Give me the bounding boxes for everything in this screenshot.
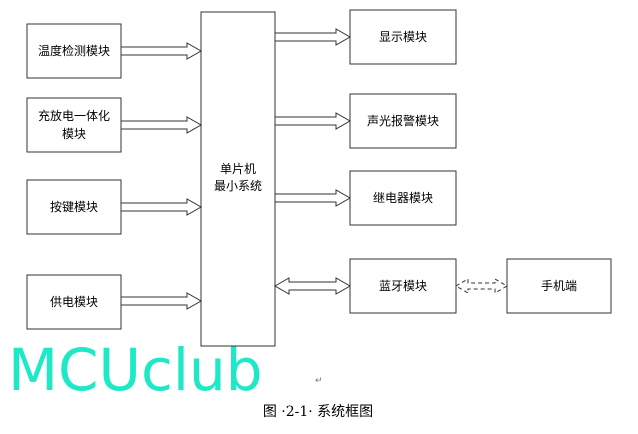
power-module: 供电模块 — [26, 274, 122, 330]
charge-module-label-2: 模块 — [62, 127, 86, 141]
phone-box: 手机端 — [506, 258, 612, 314]
charge-module: 充放电一体化 模块 — [26, 97, 122, 153]
key-module: 按键模块 — [26, 179, 122, 235]
alarm-module: 声光报警模块 — [349, 93, 457, 149]
arrow-bluetooth-phone — [455, 278, 508, 294]
arrow-power-to-mcu — [120, 292, 203, 310]
mcu-label-1: 单片机 — [220, 162, 256, 176]
temperature-module-label: 温度检测模块 — [38, 43, 110, 58]
figure-caption: 图 ·2-1· 系统框图 — [263, 404, 373, 420]
arrow-mcu-bluetooth — [273, 277, 352, 295]
temperature-module: 温度检测模块 — [26, 23, 122, 79]
arrow-key-to-mcu — [120, 198, 203, 216]
display-module-label: 显示模块 — [379, 30, 427, 44]
arrow-mcu-to-relay — [274, 189, 352, 207]
paragraph-mark: ↵ — [315, 376, 323, 386]
phone-label: 手机端 — [541, 279, 577, 293]
power-module-label: 供电模块 — [50, 295, 98, 309]
arrow-temperature-to-mcu — [120, 42, 203, 60]
bluetooth-module: 蓝牙模块 — [349, 258, 457, 314]
key-module-label: 按键模块 — [50, 200, 98, 214]
charge-module-label-1: 充放电一体化 — [38, 108, 110, 123]
arrow-charge-to-mcu — [120, 116, 203, 134]
relay-module-label: 继电器模块 — [373, 191, 433, 205]
watermark: MCUclub — [8, 336, 263, 404]
display-module: 显示模块 — [349, 9, 457, 65]
relay-module: 继电器模块 — [349, 170, 457, 226]
arrow-mcu-to-display — [274, 28, 352, 46]
alarm-module-label: 声光报警模块 — [367, 113, 439, 128]
arrow-mcu-to-alarm — [274, 112, 352, 130]
mcu-label-2: 最小系统 — [214, 179, 262, 193]
mcu-box: 单片机 最小系统 — [200, 11, 276, 347]
bluetooth-module-label: 蓝牙模块 — [379, 279, 427, 293]
